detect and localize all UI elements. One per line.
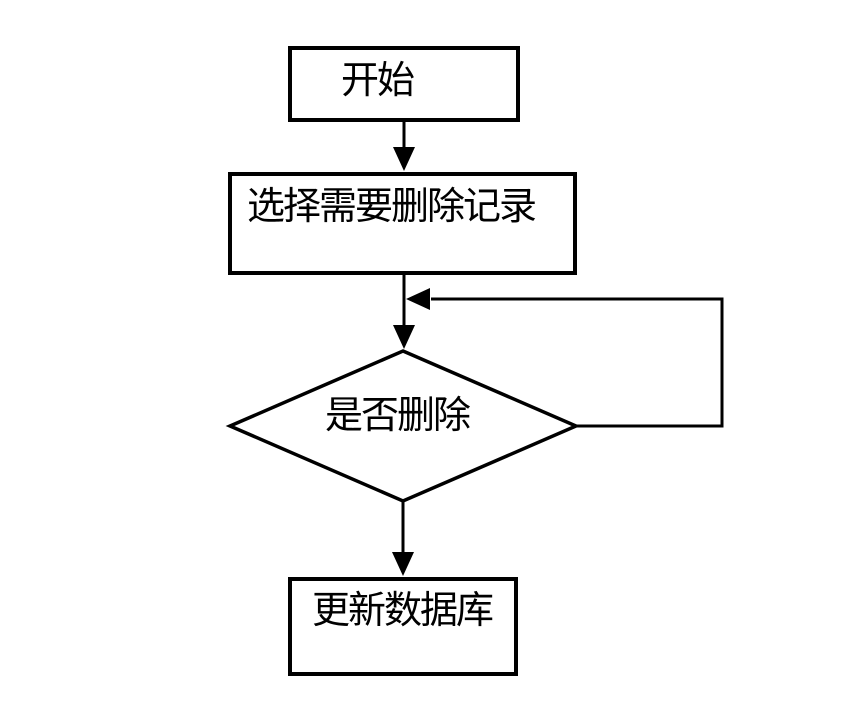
arrowhead-down-icon xyxy=(392,552,414,576)
select-records-node-label: 选择需要删除记录 xyxy=(247,186,537,228)
update-database-node-label: 更新数据库 xyxy=(312,590,494,632)
arrowhead-down-icon xyxy=(393,147,415,171)
arrowhead-left-icon xyxy=(406,288,430,310)
select-records-node-box xyxy=(228,172,577,275)
update-database-node-box xyxy=(288,577,518,676)
decision-node-label: 是否删除 xyxy=(325,395,471,437)
arrowhead-down-icon xyxy=(393,325,415,349)
start-node-box xyxy=(288,46,520,122)
start-node-label: 开始 xyxy=(341,60,415,102)
edge-decision-loop-back xyxy=(431,297,724,428)
